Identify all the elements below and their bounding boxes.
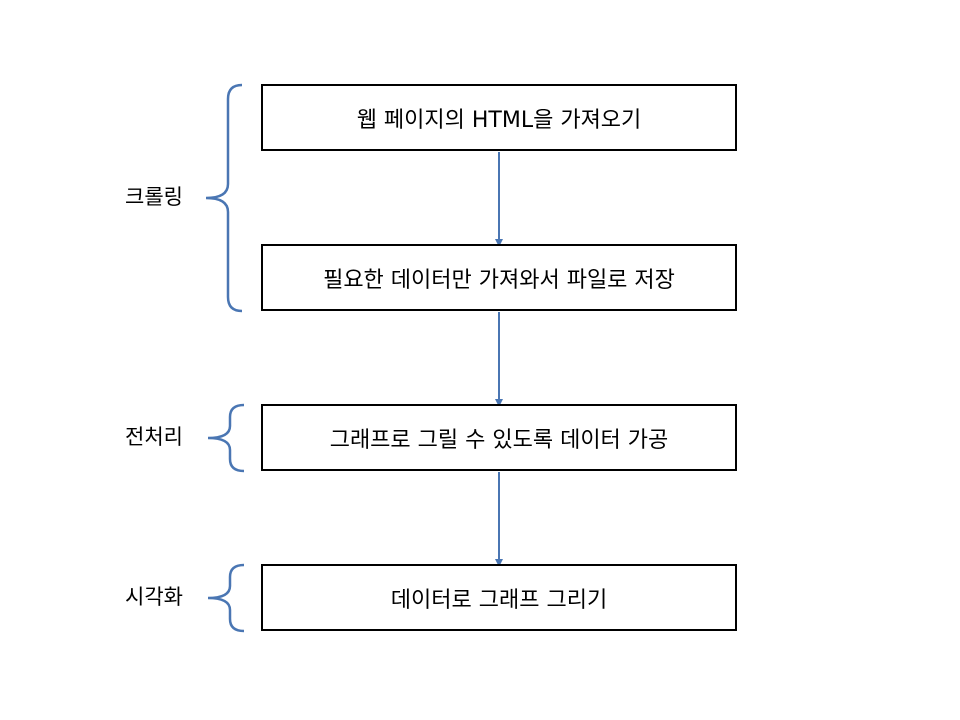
- step-draw-graph-label: 데이터로 그래프 그리기: [390, 587, 608, 613]
- phase-label-crawling: 크롤링: [125, 185, 183, 209]
- brace-preprocessing: [207, 403, 245, 473]
- step-process-data-label: 그래프로 그릴 수 있도록 데이터 가공: [329, 427, 669, 453]
- step-process-data: 그래프로 그릴 수 있도록 데이터 가공: [261, 404, 737, 471]
- step-extract-save-label: 필요한 데이터만 가져와서 파일로 저장: [323, 267, 675, 293]
- phase-label-preprocessing: 전처리: [125, 425, 183, 449]
- step-fetch-html-label: 웹 페이지의 HTML을 가져오기: [356, 107, 642, 133]
- step-extract-save: 필요한 데이터만 가져와서 파일로 저장: [261, 244, 737, 311]
- brace-visualization: [207, 563, 245, 633]
- step-draw-graph: 데이터로 그래프 그리기: [261, 564, 737, 631]
- brace-crawling: [205, 83, 243, 313]
- phase-label-visualization: 시각화: [125, 585, 183, 609]
- step-fetch-html: 웹 페이지의 HTML을 가져오기: [261, 84, 737, 151]
